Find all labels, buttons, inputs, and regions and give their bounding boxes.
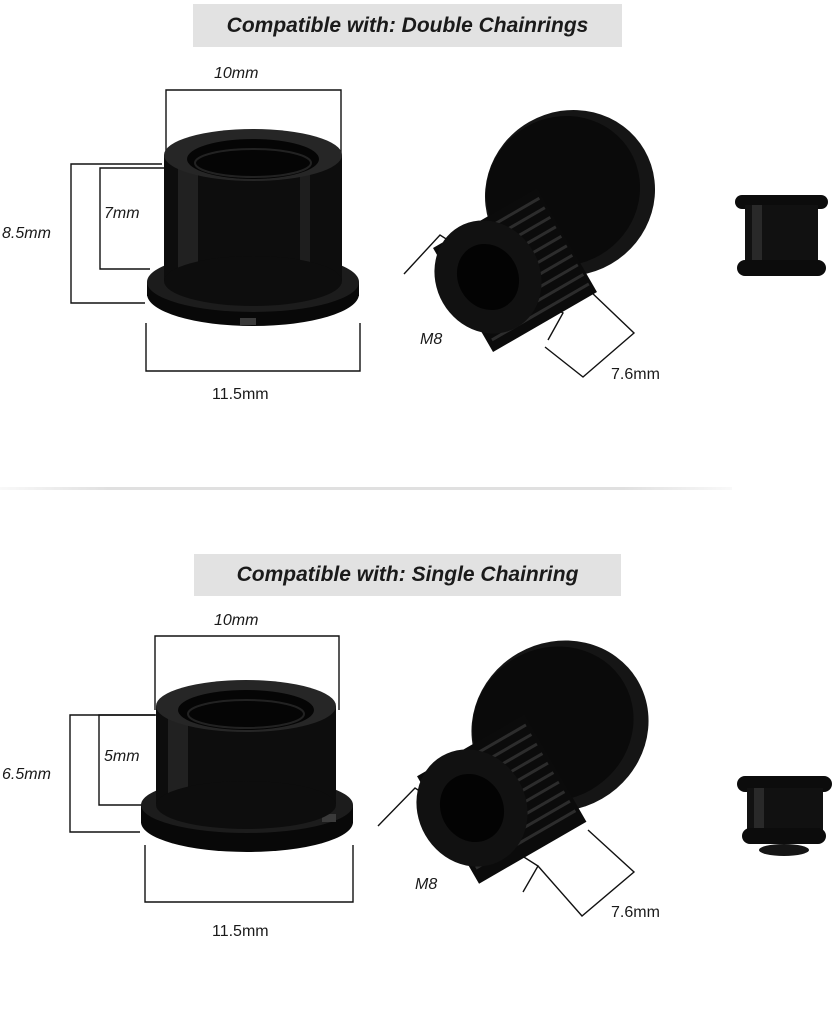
- dim-label-base-width: 11.5mm: [212, 386, 269, 403]
- compatibility-banner-double: Compatible with: Double Chainrings: [193, 4, 622, 47]
- dim-label-base-width: 11.5mm: [212, 923, 269, 940]
- product-figure-single: 10mm 6.5mm 5mm 11.5mm M8 7.6mm: [0, 600, 836, 1020]
- dim-label-thread-length: 7.6mm: [611, 904, 660, 921]
- dim-label-outer-height: 6.5mm: [2, 766, 51, 783]
- dim-label-top-width: 10mm: [214, 612, 259, 629]
- dim-line-base-width: [144, 845, 354, 903]
- dim-line-inner-height: [98, 714, 165, 806]
- chainring-nut: [147, 129, 359, 326]
- dim-label-thread: M8: [420, 331, 443, 348]
- dim-label-outer-height: 8.5mm: [2, 225, 51, 242]
- chainring-bolt: [416, 640, 649, 884]
- dim-label-inner-height: 5mm: [104, 748, 140, 765]
- dim-line-base-width: [145, 323, 361, 372]
- chainring-nut-small: [735, 195, 828, 276]
- section-divider: [0, 487, 732, 490]
- chainring-bolt: [433, 109, 656, 352]
- dim-label-thread: M8: [415, 876, 438, 893]
- dim-label-thread-length: 7.6mm: [611, 366, 660, 383]
- dim-line-thread-length: [544, 290, 636, 378]
- product-figure-double: 10mm 8.5mm 7mm 11.5mm M8 7.6mm: [0, 55, 836, 475]
- part-drawing-double: [70, 89, 828, 378]
- chainring-nut: [141, 680, 353, 852]
- compatibility-banner-single: Compatible with: Single Chainring: [194, 554, 621, 596]
- dim-line-inner-height: [99, 167, 172, 270]
- dim-line-outer-height: [70, 163, 162, 304]
- dim-label-top-width: 10mm: [214, 65, 259, 82]
- dim-line-thread-length: [537, 829, 636, 917]
- dim-line-top-width: [154, 635, 340, 710]
- chainring-nut-small: [737, 776, 832, 856]
- dim-line-top-width: [165, 89, 342, 160]
- part-drawing-single: [69, 635, 832, 917]
- dim-label-inner-height: 7mm: [104, 205, 140, 222]
